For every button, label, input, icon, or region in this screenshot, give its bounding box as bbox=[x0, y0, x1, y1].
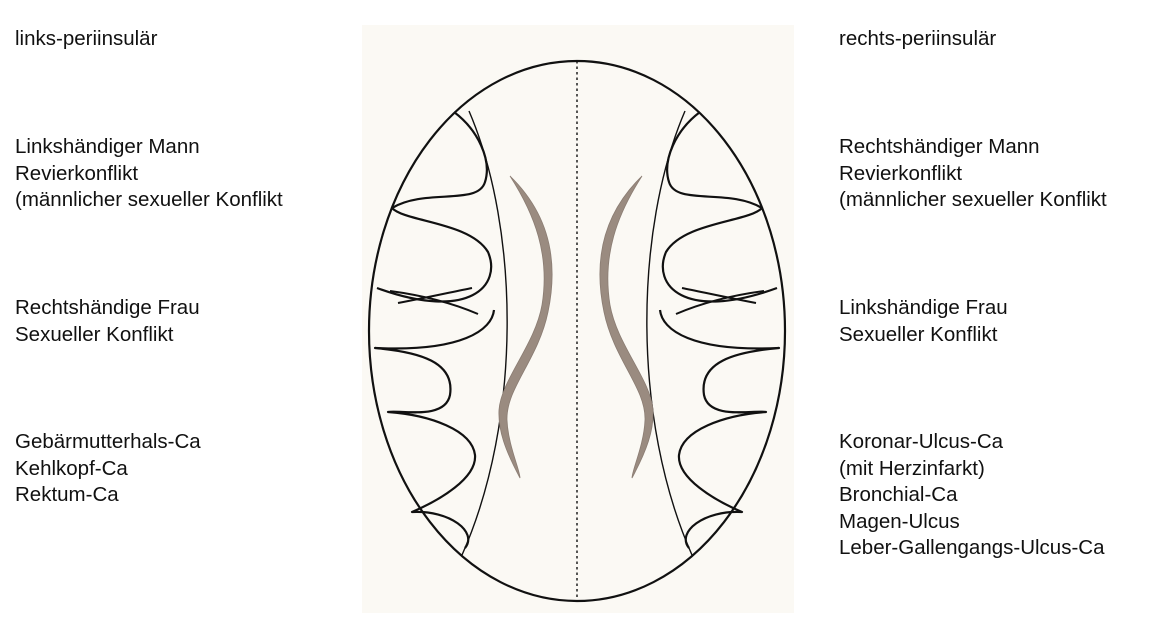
right-group-2-line-1: Linkshändige Frau bbox=[839, 296, 1008, 319]
right-lobe-bulges bbox=[658, 111, 781, 549]
right-group-3-line-2: (mit Herzinfarkt) bbox=[839, 456, 985, 480]
left-group-1-line-2: Revierkonflikt bbox=[15, 161, 139, 185]
left-header: links-periinsulär bbox=[15, 26, 157, 53]
right-header: rechts-periinsulär bbox=[839, 26, 996, 53]
left-cross-mark bbox=[389, 287, 479, 315]
left-group-1-line-1: Linkshändiger Mann bbox=[15, 135, 200, 158]
right-group-3-line-3: Bronchial-Ca bbox=[839, 483, 958, 506]
right-group-2-line-2: Sexueller Konflikt bbox=[839, 322, 998, 346]
left-group-1: Linkshändiger Mann Revierkonflikt (männl… bbox=[15, 134, 283, 214]
left-group-3-line-3: Rektum-Ca bbox=[15, 483, 119, 506]
right-group-2: Linkshändige Frau Sexueller Konflikt bbox=[839, 295, 1008, 348]
right-group-1: Rechtshändiger Mann Revierkonflikt (männ… bbox=[839, 134, 1107, 214]
right-group-1-line-1: Rechtshändiger Mann bbox=[839, 135, 1040, 158]
left-group-2-line-1: Rechtshändige Frau bbox=[15, 296, 200, 319]
left-group-3-line-2: Kehlkopf-Ca bbox=[15, 456, 128, 480]
left-lobe-bulges bbox=[373, 111, 496, 549]
right-group-3-line-4: Magen-Ulcus bbox=[839, 509, 960, 533]
left-group-1-line-3: (männlicher sexueller Konflikt bbox=[15, 188, 283, 211]
left-insula-shape bbox=[498, 175, 553, 479]
right-group-3: Koronar-Ulcus-Ca (mit Herzinfarkt) Bronc… bbox=[839, 429, 1105, 562]
right-group-1-line-2: Revierkonflikt bbox=[839, 161, 963, 185]
left-header-text: links-periinsulär bbox=[15, 27, 158, 50]
right-insula-shape bbox=[599, 175, 654, 479]
left-group-2-line-2: Sexueller Konflikt bbox=[15, 322, 174, 346]
right-group-3-line-1: Koronar-Ulcus-Ca bbox=[839, 430, 1004, 453]
left-group-2: Rechtshändige Frau Sexueller Konflikt bbox=[15, 295, 200, 348]
right-header-text: rechts-periinsulär bbox=[839, 27, 997, 50]
right-group-3-line-5: Leber-Gallengangs-Ulcus-Ca bbox=[839, 536, 1105, 559]
paper-background bbox=[362, 25, 794, 613]
left-group-3: Gebärmutterhals-Ca Kehlkopf-Ca Rektum-Ca bbox=[15, 429, 201, 509]
right-group-1-line-3: (männlicher sexueller Konflikt bbox=[839, 188, 1107, 211]
left-group-3-line-1: Gebärmutterhals-Ca bbox=[15, 430, 201, 453]
right-cross-mark bbox=[675, 287, 765, 315]
